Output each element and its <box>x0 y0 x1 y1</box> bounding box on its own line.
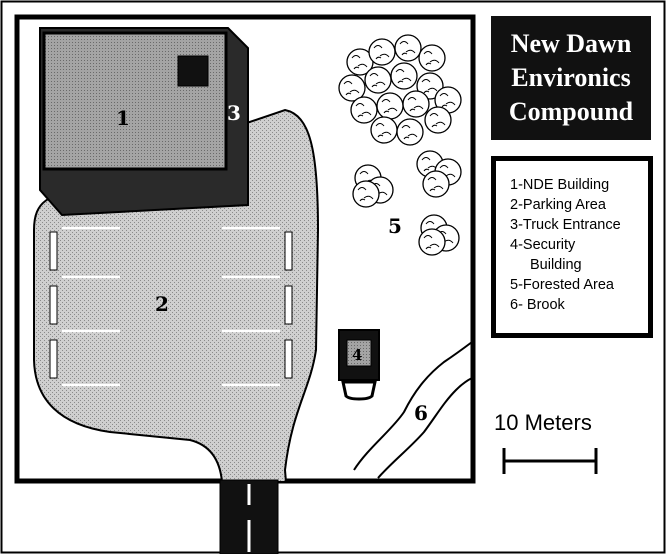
legend-item-1: 1-NDE Building <box>510 177 610 193</box>
parking-lines <box>62 226 280 387</box>
legend-item-6: 6- Brook <box>510 297 565 313</box>
map-title: New Dawn Environics Compound <box>491 16 651 140</box>
scale-label: 10 Meters <box>494 410 592 435</box>
tree-cluster-small-3 <box>418 214 460 256</box>
parking-stalls <box>49 231 293 379</box>
tree-cluster-small-2 <box>416 150 462 198</box>
marker-1: 1 <box>116 106 130 130</box>
marker-3: 3 <box>227 101 241 125</box>
title-line-1: New Dawn <box>510 29 632 58</box>
title-line-2: Environics <box>511 63 631 92</box>
legend-item-5: 5-Forested Area <box>510 277 614 293</box>
marker-5: 5 <box>388 214 402 238</box>
nde-building <box>39 27 249 217</box>
marker-4: 4 <box>352 346 362 364</box>
map-legend: 1-NDE Building 2-Parking Area 3-Truck En… <box>491 156 653 338</box>
brook <box>353 341 473 479</box>
legend-item-4-continued: Building <box>530 257 582 273</box>
legend-item-4: 4-Security <box>510 237 576 253</box>
legend-item-3: 3-Truck Entrance <box>510 217 621 233</box>
marker-6: 6 <box>414 401 428 425</box>
title-line-3: Compound <box>508 97 634 126</box>
security-building <box>338 329 380 401</box>
marker-2: 2 <box>155 292 169 316</box>
scale-bar <box>502 448 598 474</box>
tree-cluster-large <box>338 34 462 146</box>
legend-item-2: 2-Parking Area <box>510 197 606 213</box>
roof-vent <box>177 55 209 87</box>
tree-cluster-small-1 <box>352 164 394 208</box>
